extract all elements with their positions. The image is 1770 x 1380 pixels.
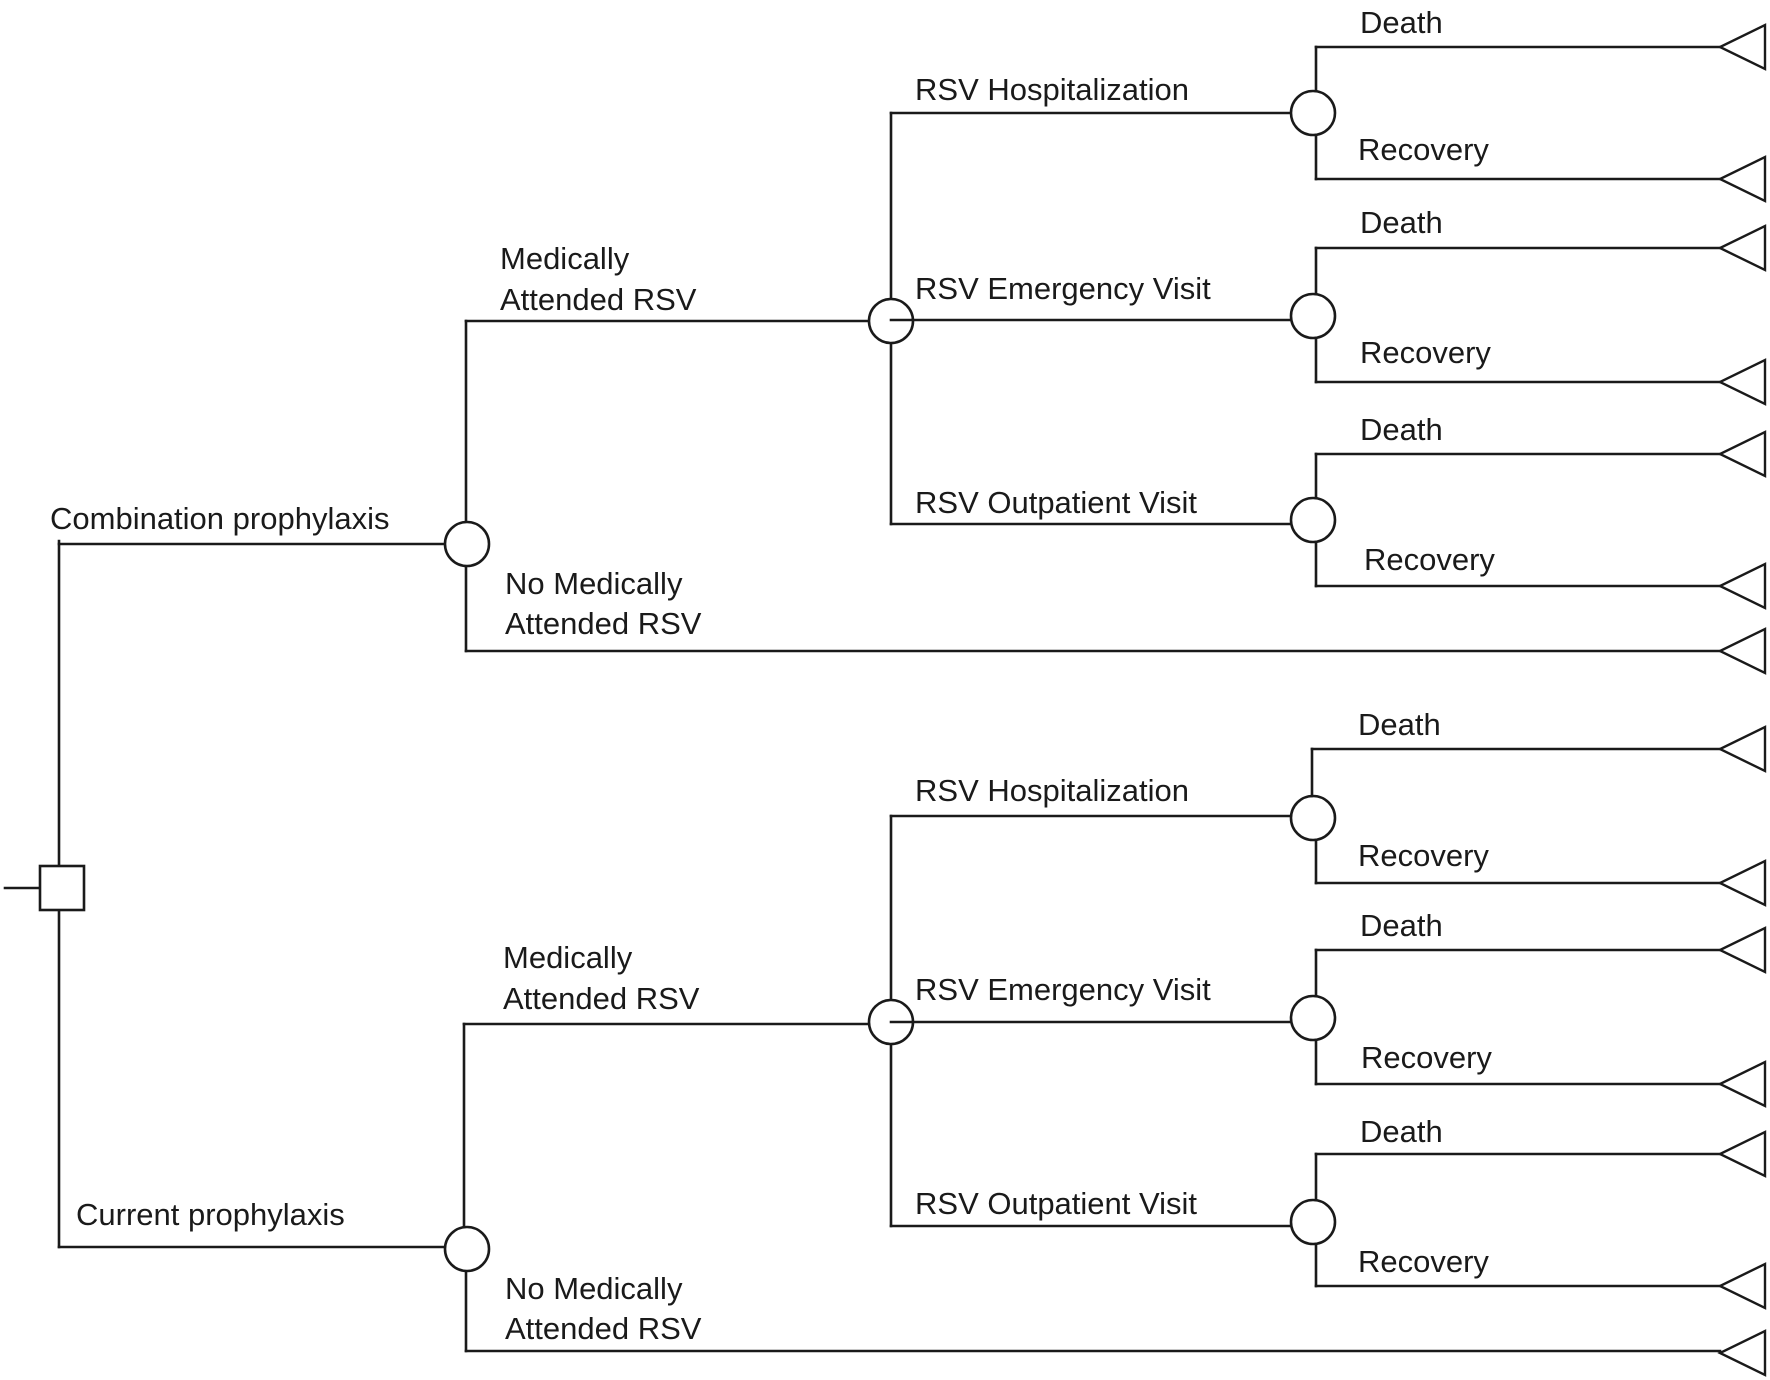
chance-node	[443, 520, 491, 568]
care-label: RSV Emergency Visit	[915, 271, 1211, 306]
care-label: RSV Hospitalization	[915, 773, 1189, 808]
strategy-label: Combination prophylaxis	[50, 501, 389, 536]
root-decision	[3, 539, 86, 1249]
medically-attended-label-line2: Attended RSV	[503, 981, 700, 1016]
death-label: Death	[1360, 908, 1443, 943]
chance-node	[1289, 292, 1337, 340]
medically-attended-label-line1: Medically	[503, 940, 633, 975]
death-label: Death	[1360, 1114, 1443, 1149]
terminal-node	[1717, 1060, 1767, 1108]
care-label: RSV Hospitalization	[915, 72, 1189, 107]
care-label: RSV Emergency Visit	[915, 972, 1211, 1007]
terminal-node	[1717, 926, 1767, 974]
care-label: RSV Outpatient Visit	[915, 1186, 1197, 1221]
death-label: Death	[1360, 412, 1443, 447]
terminal-node	[1717, 725, 1767, 773]
care-emergency: RSV Emergency Visit Death Recovery	[889, 205, 1767, 406]
care-hospitalization: RSV Hospitalization Death Recovery	[889, 5, 1767, 203]
no-medically-attended-label-line2: Attended RSV	[505, 1311, 702, 1346]
terminal-node	[1717, 859, 1767, 907]
terminal-node	[1717, 430, 1767, 478]
terminal-node	[1717, 224, 1767, 272]
terminal-node	[1717, 358, 1767, 406]
recovery-label: Recovery	[1358, 132, 1489, 167]
death-label: Death	[1360, 5, 1443, 40]
terminal-node	[1717, 627, 1767, 675]
recovery-label: Recovery	[1364, 542, 1495, 577]
strategy-label: Current prophylaxis	[76, 1197, 345, 1232]
care-outpatient: RSV Outpatient Visit Death Recovery	[889, 412, 1767, 610]
terminal-node	[1717, 562, 1767, 610]
recovery-label: Recovery	[1358, 1244, 1489, 1279]
care-label: RSV Outpatient Visit	[915, 485, 1197, 520]
recovery-label: Recovery	[1360, 335, 1491, 370]
terminal-node	[1717, 1329, 1767, 1377]
terminal-node	[1717, 23, 1767, 71]
chance-node	[1289, 496, 1337, 544]
chance-node	[1289, 794, 1337, 842]
recovery-label: Recovery	[1358, 838, 1489, 873]
chance-node	[1289, 1198, 1337, 1246]
recovery-label: Recovery	[1361, 1040, 1492, 1075]
death-label: Death	[1358, 707, 1441, 742]
strategy-current: Current prophylaxis Medically Attended R…	[57, 707, 1767, 1377]
medically-attended-label-line1: Medically	[500, 241, 630, 276]
chance-node	[1289, 994, 1337, 1042]
no-medically-attended-label-line2: Attended RSV	[505, 606, 702, 641]
care-outpatient: RSV Outpatient Visit Death Recovery	[889, 1114, 1767, 1310]
care-emergency: RSV Emergency Visit Death Recovery	[889, 908, 1767, 1108]
decision-node	[38, 864, 86, 912]
chance-node	[1289, 89, 1337, 137]
chance-node	[443, 1225, 491, 1273]
no-medically-attended-label-line1: No Medically	[505, 1271, 683, 1306]
care-hospitalization: RSV Hospitalization Death Recovery	[889, 707, 1767, 907]
death-label: Death	[1360, 205, 1443, 240]
terminal-node	[1717, 1130, 1767, 1178]
strategy-combination: Combination prophylaxis Medically Attend…	[50, 5, 1767, 675]
medically-attended-label-line2: Attended RSV	[500, 282, 697, 317]
no-medically-attended-label-line1: No Medically	[505, 566, 683, 601]
terminal-node	[1717, 1262, 1767, 1310]
terminal-node	[1717, 155, 1767, 203]
